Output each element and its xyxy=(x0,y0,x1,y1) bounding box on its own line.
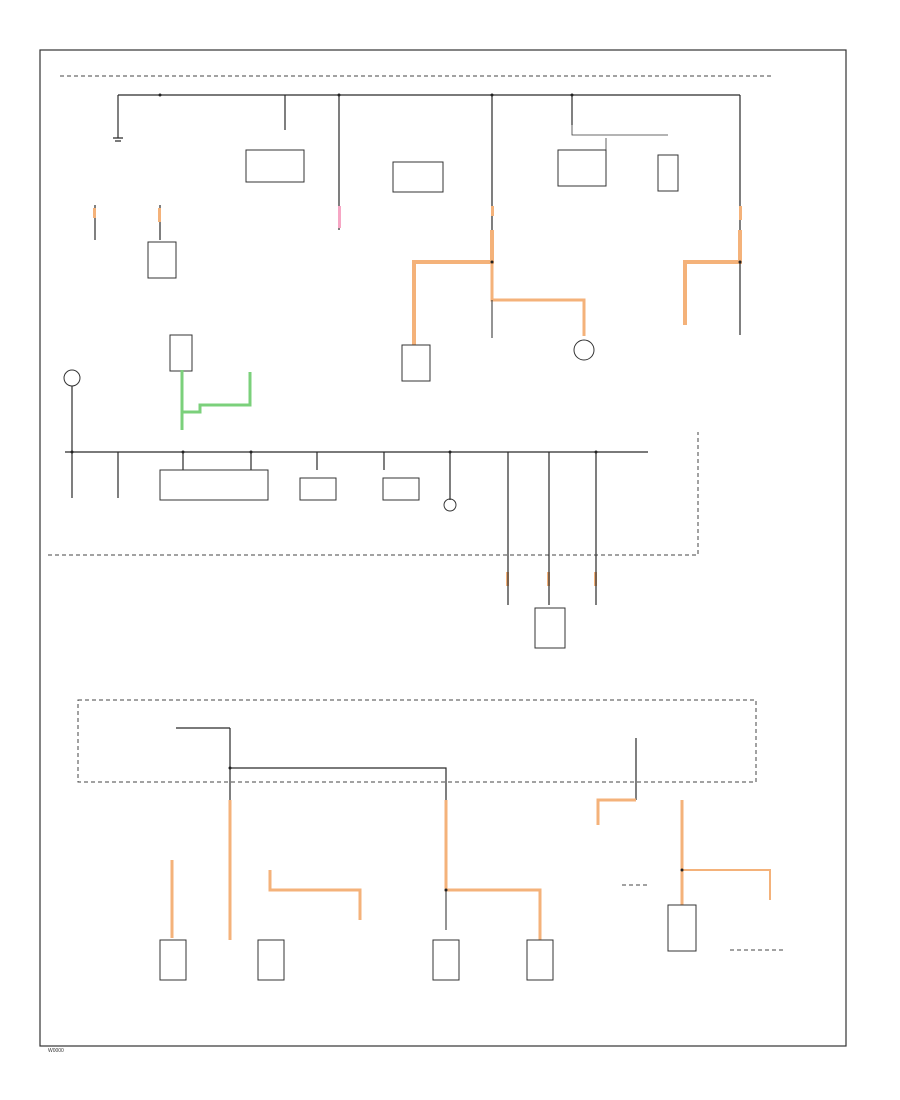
component-box-f xyxy=(382,477,420,501)
component-box-h xyxy=(159,939,187,981)
middle-bus-group xyxy=(48,432,699,556)
lower-block xyxy=(77,699,757,800)
component-box-j xyxy=(432,939,460,981)
top-bus-group xyxy=(60,75,772,230)
green-wires xyxy=(63,334,252,452)
component-box-b xyxy=(401,344,431,382)
connector-c1 xyxy=(93,208,96,218)
component-box-k xyxy=(526,939,554,981)
component-box-d xyxy=(159,469,269,501)
relay-box-3 xyxy=(557,149,607,187)
bottom-components xyxy=(159,884,786,981)
connector-c4 xyxy=(739,206,742,220)
relay-box-1 xyxy=(245,149,305,183)
connector-c2 xyxy=(158,208,161,222)
connector-pink xyxy=(338,206,341,228)
figure-number: W0000 xyxy=(48,1048,64,1054)
diagram-frame xyxy=(39,49,847,1047)
component-box-g xyxy=(534,607,566,649)
component-box-a xyxy=(147,241,177,279)
ground-symbol-a xyxy=(63,369,81,387)
component-box-i xyxy=(257,939,285,981)
relay-box-2 xyxy=(392,161,444,193)
orange-wires-top xyxy=(401,230,742,382)
relay-box-4 xyxy=(657,154,679,192)
component-box-c xyxy=(169,334,193,372)
component-box-e xyxy=(299,477,337,501)
lamp-a xyxy=(443,498,457,512)
mid-connectors xyxy=(506,555,597,649)
component-box-l xyxy=(667,904,697,952)
orange-wires-bottom xyxy=(170,798,771,940)
top-connectors xyxy=(93,205,742,279)
connector-c3 xyxy=(491,206,494,216)
component-round-a xyxy=(573,339,595,361)
junction-nodes xyxy=(70,93,742,892)
